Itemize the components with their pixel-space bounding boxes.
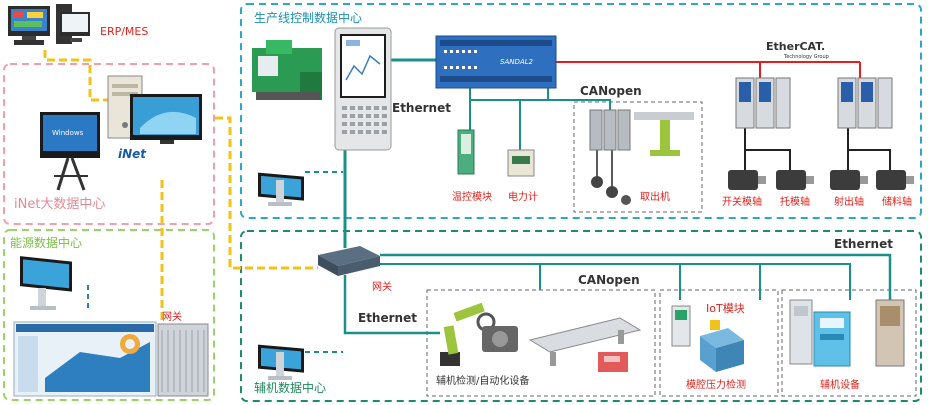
canopen-top-label: CANopen xyxy=(580,84,642,98)
inet-region xyxy=(3,63,215,225)
aux-equipment-label: 辅机设备 xyxy=(820,378,860,391)
temp-module-label: 温控模块 xyxy=(452,190,492,203)
drive2-motors xyxy=(847,128,891,170)
feed-axis-label: 储料轴 xyxy=(882,195,912,208)
mold-open-axis-label: 开关模轴 xyxy=(722,195,762,208)
servo-motor-injection-icon xyxy=(830,170,868,190)
ethernet-top-right-label: Ethernet xyxy=(834,237,893,251)
ethercat-sub-label: Technology Group xyxy=(783,54,829,60)
aux-bus-ethernet-top xyxy=(380,253,892,300)
inet-logo: iNet xyxy=(118,147,147,161)
plc-brand-label: SANDAL2 xyxy=(500,58,534,66)
servo-motor-feed-icon xyxy=(876,170,914,190)
inet-region-title: iNet大数据中心 xyxy=(14,197,105,212)
picker-drives-icon xyxy=(589,109,631,205)
servo-motor-ejector-icon xyxy=(776,170,814,190)
aux-ethernet-robot xyxy=(343,275,440,335)
ethernet-aux-label: Ethernet xyxy=(358,311,417,325)
injection-machine-icon xyxy=(252,40,322,100)
cavity-pressure-subregion xyxy=(659,289,779,397)
canopen-link-picker xyxy=(547,88,611,110)
inet-monitor-icon xyxy=(130,94,202,144)
power-meter-icon xyxy=(507,149,535,177)
temp-module-icon xyxy=(457,129,475,175)
servo-drive-left-icon xyxy=(735,77,791,129)
picker-robot-icon xyxy=(634,112,694,156)
erp-mes-label: ERP/MES xyxy=(100,25,148,38)
ejector-axis-label: 托模轴 xyxy=(780,195,810,208)
production-region-title: 生产线控制数据中心 xyxy=(254,10,362,25)
machine-controller-icon xyxy=(334,27,392,151)
canopen-mid-label: CANopen xyxy=(578,273,640,287)
gateway-label: 网关 xyxy=(372,280,392,293)
auxiliary-region xyxy=(240,230,922,402)
teal-link-plc-bus xyxy=(469,88,548,101)
injection-axis-label: 射出轴 xyxy=(834,195,864,208)
production-kiosk-icon xyxy=(258,172,304,206)
ethernet-controller-label: Ethernet xyxy=(392,101,451,115)
dryer-icon xyxy=(789,299,813,365)
mold-block-icon xyxy=(700,320,744,372)
energy-region-title: 能源数据中心 xyxy=(10,235,82,250)
servo-motor-mold-icon xyxy=(728,170,766,190)
energy-gateway-label: 网关 xyxy=(162,310,182,323)
erp-computers-icon xyxy=(8,4,90,45)
picker-label: 取出机 xyxy=(640,190,670,203)
windows-label: Windows xyxy=(52,129,84,137)
auxiliary-region-title: 辅机数据中心 xyxy=(254,380,326,395)
iot-module-label: IoT模块 xyxy=(706,302,745,315)
industrial-robot-icon xyxy=(440,302,518,366)
conveyor-automation-icon xyxy=(528,317,642,372)
yellow-link-erp xyxy=(43,50,128,102)
ethercat-logo: EtherCAT. xyxy=(766,40,825,53)
servo-drive-right-icon xyxy=(837,77,893,129)
aux-kiosk-icon xyxy=(258,344,304,380)
windows-display-icon xyxy=(40,112,100,191)
energy-region xyxy=(3,229,215,401)
energy-dashboard-icon xyxy=(13,321,157,397)
mold-temp-controller-icon xyxy=(813,311,851,367)
power-meter-label: 电力计 xyxy=(508,190,538,203)
yellow-link-inet-gateway xyxy=(215,116,318,270)
gateway-device-icon xyxy=(318,246,380,276)
drive1-motors xyxy=(744,128,791,170)
cavity-pressure-label: 模腔压力检测 xyxy=(686,378,746,391)
energy-gateway-cabinet-icon xyxy=(157,323,209,397)
picker-subregion xyxy=(573,101,703,213)
aux-bus-canopen xyxy=(380,263,851,300)
aux-automation-label: 辅机检测/自动化设备 xyxy=(436,374,529,387)
chiller-icon xyxy=(875,299,905,367)
plc-controller-icon xyxy=(435,35,557,89)
energy-kiosk-icon xyxy=(20,256,72,310)
iot-module-icon xyxy=(671,305,691,347)
